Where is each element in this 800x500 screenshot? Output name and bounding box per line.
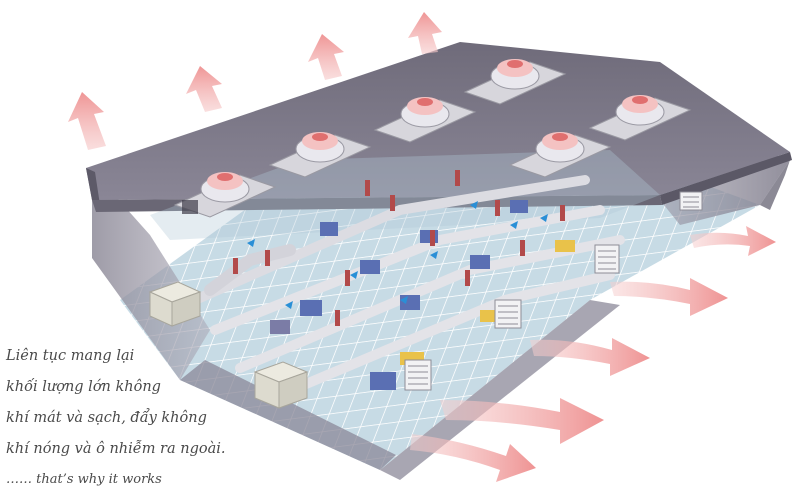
exhaust-arrow bbox=[690, 226, 776, 256]
machine bbox=[300, 300, 322, 316]
worker bbox=[265, 250, 270, 266]
caption-line: khí mát và sạch, đẩy không bbox=[6, 410, 207, 426]
side-vents bbox=[404, 191, 703, 391]
airflow-markers bbox=[247, 201, 548, 309]
machine bbox=[470, 255, 490, 269]
worker bbox=[233, 258, 238, 274]
exhaust-arrow bbox=[410, 434, 536, 482]
machine bbox=[555, 240, 575, 252]
worker bbox=[455, 170, 460, 186]
machine bbox=[400, 295, 420, 310]
evaporative-coolers bbox=[148, 281, 309, 409]
evaporative-cooler bbox=[253, 361, 309, 409]
worker bbox=[390, 195, 395, 211]
machine bbox=[320, 222, 338, 236]
machines bbox=[270, 200, 575, 390]
side-vent bbox=[679, 191, 703, 211]
exhaust-arrow bbox=[610, 278, 728, 316]
roof-fan bbox=[373, 97, 477, 143]
machine bbox=[420, 230, 438, 243]
roof-fans bbox=[173, 59, 692, 218]
machine bbox=[270, 320, 290, 334]
exhaust-arrow bbox=[308, 34, 344, 80]
exhaust-arrow bbox=[408, 12, 442, 54]
roof-fan bbox=[268, 132, 372, 178]
worker bbox=[345, 270, 350, 286]
worker bbox=[365, 180, 370, 196]
exhaust-arrow bbox=[68, 92, 106, 150]
evaporative-cooler bbox=[148, 281, 202, 327]
caption-line: khối lượng lớn không bbox=[6, 379, 161, 395]
worker bbox=[520, 240, 525, 256]
caption-line: Liên tục mang lại bbox=[6, 348, 135, 364]
machine bbox=[510, 200, 528, 213]
worker bbox=[560, 205, 565, 221]
exhaust-arrows-side bbox=[410, 226, 776, 482]
exhaust-arrow bbox=[186, 66, 222, 112]
side-vent bbox=[594, 244, 620, 274]
machine bbox=[360, 260, 380, 274]
roof-fan bbox=[588, 95, 692, 141]
worker bbox=[495, 200, 500, 216]
side-vent bbox=[404, 359, 432, 391]
roof-fan bbox=[508, 132, 612, 178]
side-vent bbox=[494, 299, 522, 329]
exhaust-arrow bbox=[440, 398, 604, 444]
worker bbox=[430, 230, 435, 246]
worker bbox=[465, 270, 470, 286]
roof-fan bbox=[463, 59, 567, 105]
worker bbox=[335, 310, 340, 326]
roof-fan bbox=[173, 172, 277, 218]
machine bbox=[370, 372, 396, 390]
description-caption: Liên tục mang lại khối lượng lớn không k… bbox=[6, 341, 225, 465]
caption-line: khí nóng và ô nhiễm ra ngoài. bbox=[6, 441, 226, 457]
tagline: …… that’s why it works bbox=[6, 472, 162, 487]
workers bbox=[233, 170, 565, 326]
exhaust-arrows-up bbox=[68, 12, 442, 150]
exhaust-arrow bbox=[530, 338, 650, 376]
